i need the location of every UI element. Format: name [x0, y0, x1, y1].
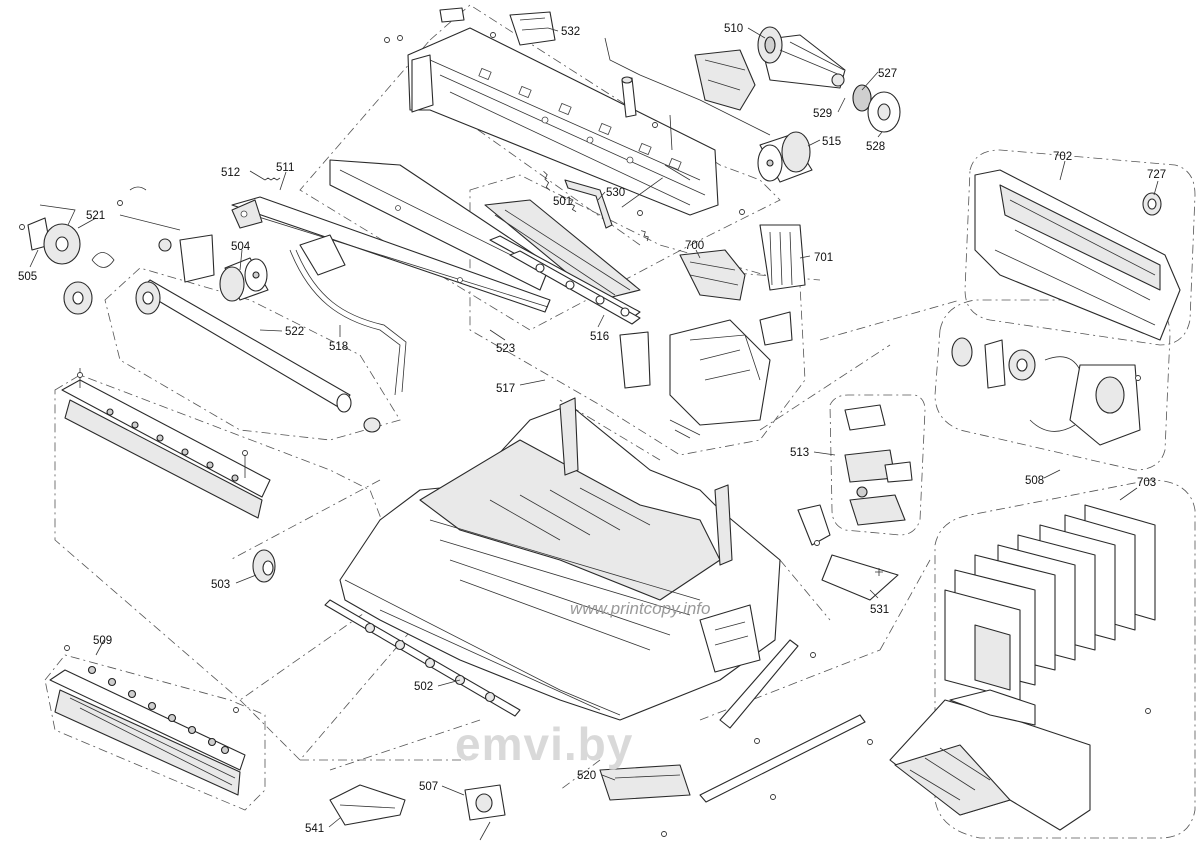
asf-unit-510	[694, 26, 846, 111]
cap-assy-513	[797, 404, 913, 601]
callout-505: 505	[18, 271, 37, 283]
cover-702	[974, 169, 1181, 341]
gear-503	[252, 549, 276, 583]
springs-530-501	[543, 76, 691, 242]
callout-510: 510	[724, 23, 743, 35]
motor-515	[757, 131, 813, 183]
callout-507: 507	[419, 781, 438, 793]
ink-cartridges	[944, 504, 1156, 701]
group-outlines	[44, 4, 1196, 839]
outline-702	[964, 149, 1196, 346]
callout-515: 515	[822, 136, 841, 148]
outline-513	[829, 394, 926, 536]
eject-roller-502	[324, 599, 521, 717]
holder-541	[329, 784, 406, 826]
callout-528: 528	[866, 141, 885, 153]
callout-727: 727	[1147, 169, 1166, 181]
callout-703: 703	[1137, 477, 1156, 489]
callout-504: 504	[231, 241, 251, 253]
callout-520: 520	[577, 770, 596, 782]
callout-509: 509	[93, 635, 112, 647]
callout-532: 532	[561, 26, 580, 38]
outline-509	[44, 654, 266, 811]
callout-501: 501	[553, 196, 572, 208]
link-lines	[229, 109, 961, 791]
ffc-518	[289, 249, 407, 396]
callout-521: 521	[86, 210, 105, 222]
bracket-505-521	[27, 186, 215, 315]
ink-tank-703	[889, 504, 1156, 831]
outline-top-frame	[299, 4, 781, 331]
callout-511: 511	[276, 162, 294, 174]
maintenance-508	[951, 337, 1141, 446]
outline-703	[934, 479, 1196, 839]
rear-frame-532	[407, 7, 719, 216]
flat-cable-top	[604, 37, 771, 136]
callout-530: 530	[606, 187, 625, 199]
callout-702: 702	[1053, 151, 1072, 163]
pf-motor-504	[219, 257, 269, 302]
ffc-holder-518	[299, 234, 346, 276]
pf-roller-522	[135, 279, 381, 433]
base-rail-509	[49, 665, 246, 796]
screws	[19, 32, 1151, 837]
callout-labels: 532 510 527 529 528 515 512 511 530 501 …	[18, 23, 1166, 835]
callout-517: 517	[496, 383, 515, 395]
callout-700: 700	[685, 240, 704, 252]
sensor-507	[464, 784, 506, 841]
watermark-secondary: emvi.by	[455, 718, 633, 770]
outline-paper-feed-group	[104, 267, 401, 441]
callout-522: 522	[285, 326, 304, 338]
watermark-primary: www.printcopy.info	[570, 599, 710, 618]
carriage-700-701	[619, 224, 806, 439]
callout-516: 516	[590, 331, 609, 343]
callout-701: 701	[814, 252, 833, 264]
rail-clips	[87, 665, 230, 755]
leader-lines	[29, 27, 1159, 828]
lever-520	[599, 639, 866, 803]
callout-527: 527	[878, 68, 897, 80]
callout-513: 513	[790, 447, 809, 459]
roller-wheels	[535, 263, 630, 317]
callout-518: 518	[329, 341, 348, 353]
callout-512: 512	[221, 167, 240, 179]
outline-508	[934, 299, 1171, 471]
callout-541: 541	[305, 823, 324, 835]
rail-top-clips	[106, 408, 239, 482]
callout-502: 502	[414, 681, 433, 693]
gear-527-528	[852, 84, 901, 133]
frame-slots	[478, 67, 682, 171]
eject-roller-wheels	[364, 622, 496, 703]
callout-529: 529	[813, 108, 832, 120]
paper-guide-516	[484, 199, 641, 325]
rail-top-left	[61, 368, 271, 519]
callout-503: 503	[211, 579, 230, 591]
main-frame-517	[339, 397, 781, 721]
callout-508: 508	[1025, 475, 1044, 487]
callout-531: 531	[870, 604, 889, 616]
callout-523: 523	[496, 343, 515, 355]
carriage-shaft-511	[231, 159, 551, 313]
